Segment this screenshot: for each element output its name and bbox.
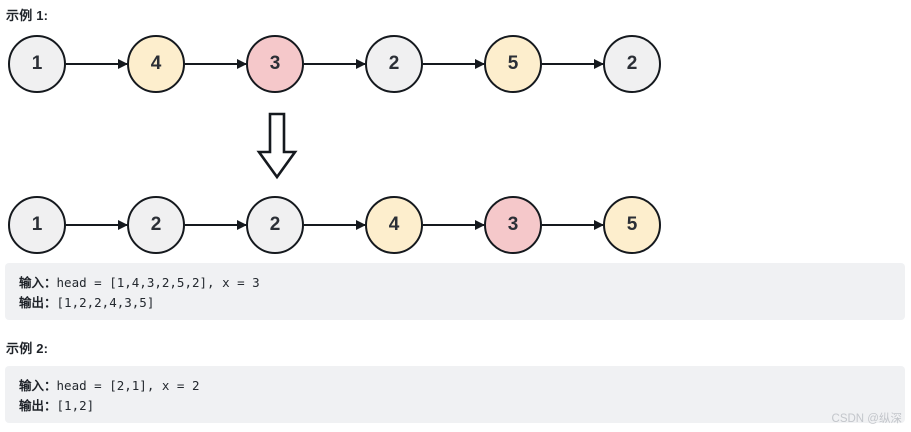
- list-node: 3: [246, 35, 304, 93]
- block-down-arrow-icon: [256, 112, 298, 180]
- list-edge-arrow-icon: [542, 224, 603, 227]
- example-1-input-line: 输入：head = [1,4,3,2,5,2], x = 3: [19, 273, 891, 293]
- list-node: 3: [484, 196, 542, 254]
- input-value: head = [1,4,3,2,5,2], x = 3: [56, 275, 260, 290]
- input-value: head = [2,1], x = 2: [56, 378, 200, 393]
- list-node: 2: [603, 35, 661, 93]
- example-2-code-block: 输入：head = [2,1], x = 2 输出：[1,2]: [5, 366, 905, 423]
- list-edge-arrow-icon: [66, 63, 127, 66]
- list-node: 4: [365, 196, 423, 254]
- list-node: 1: [8, 196, 66, 254]
- example-2-input-line: 输入：head = [2,1], x = 2: [19, 376, 891, 396]
- list-node: 2: [246, 196, 304, 254]
- list-node: 5: [484, 35, 542, 93]
- list-node: 5: [603, 196, 661, 254]
- after-list: 1 2 2 4 3 5: [0, 196, 700, 266]
- output-label: 输出：: [19, 399, 57, 413]
- example-1-code-block: 输入：head = [1,4,3,2,5,2], x = 3 输出：[1,2,2…: [5, 263, 905, 320]
- list-edge-arrow-icon: [304, 224, 365, 227]
- output-label: 输出：: [19, 296, 57, 310]
- list-edge-arrow-icon: [423, 224, 484, 227]
- watermark: CSDN @纵深: [831, 413, 902, 425]
- input-label: 输入：: [19, 276, 57, 290]
- list-edge-arrow-icon: [185, 224, 246, 227]
- list-node: 1: [8, 35, 66, 93]
- example-1-output-line: 输出：[1,2,2,4,3,5]: [19, 293, 891, 313]
- list-edge-arrow-icon: [423, 63, 484, 66]
- before-list: 1 4 3 2 5 2: [0, 35, 700, 105]
- list-edge-arrow-icon: [66, 224, 127, 227]
- list-node: 4: [127, 35, 185, 93]
- example-1-title: 示例 1:: [6, 8, 49, 23]
- output-value: [1,2]: [56, 398, 95, 413]
- list-edge-arrow-icon: [185, 63, 246, 66]
- list-node: 2: [365, 35, 423, 93]
- example-2-title: 示例 2:: [6, 341, 49, 356]
- input-label: 输入：: [19, 379, 57, 393]
- list-node: 2: [127, 196, 185, 254]
- list-edge-arrow-icon: [542, 63, 603, 66]
- list-edge-arrow-icon: [304, 63, 365, 66]
- example-2-output-line: 输出：[1,2]: [19, 396, 891, 416]
- output-value: [1,2,2,4,3,5]: [56, 295, 155, 310]
